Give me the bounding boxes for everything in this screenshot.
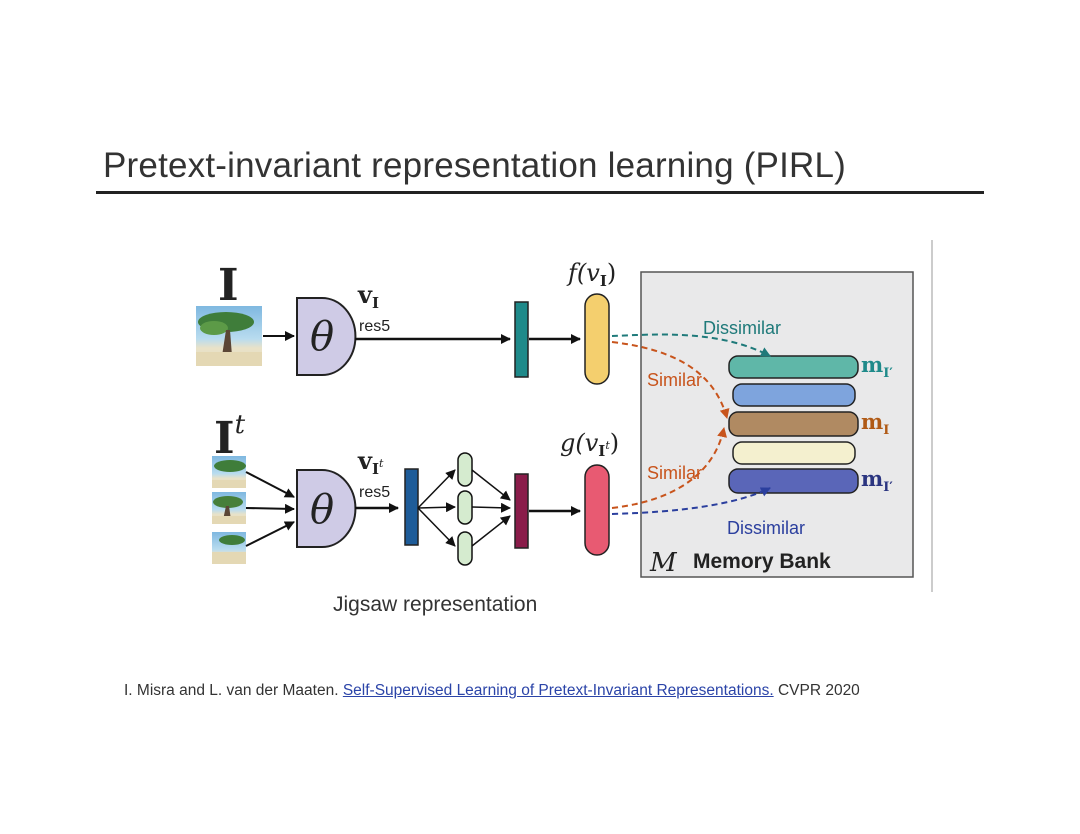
encoder-bottom: θ xyxy=(296,469,357,548)
title-divider xyxy=(96,191,984,194)
projection-bar-bottom xyxy=(404,468,419,546)
memory-label-negative-top: mI′ xyxy=(861,352,893,381)
citation-venue: CVPR 2020 xyxy=(777,682,860,699)
similar-label-bottom: Similar xyxy=(647,463,702,483)
memory-bank-label: Memory Bank xyxy=(693,550,831,573)
memory-label-negative-bottom: mI′ xyxy=(861,466,893,495)
g-head xyxy=(584,464,610,556)
f-head xyxy=(584,293,610,385)
projection-bar-top xyxy=(514,301,529,378)
memory-label-positive: mI xyxy=(861,409,889,438)
dissimilar-label-bottom: Dissimilar xyxy=(727,518,805,538)
encoder-top: θ xyxy=(296,297,357,376)
svg-text:θ: θ xyxy=(310,487,334,533)
dissimilar-label-top: Dissimilar xyxy=(703,318,781,338)
jigsaw-nodes xyxy=(417,452,511,566)
jigsaw-caption: Jigsaw representation xyxy=(333,593,538,616)
jigsaw-tile-3 xyxy=(212,532,246,564)
input-image-top xyxy=(196,306,262,366)
image-label-top: I xyxy=(218,260,239,311)
image-label-bottom: It xyxy=(214,410,246,464)
feature-label-bottom: vIt xyxy=(357,446,384,478)
citation: I. Misra and L. van der Maaten. Self-Sup… xyxy=(124,682,860,700)
layer-label-bottom: res5 xyxy=(359,484,390,501)
slide-title: Pretext-invariant representation learnin… xyxy=(103,146,847,185)
svg-text:θ: θ xyxy=(310,314,334,360)
similar-label-top: Similar xyxy=(647,370,702,390)
aggregation-bar xyxy=(514,473,529,549)
citation-paper-link[interactable]: Self-Supervised Learning of Pretext-Inva… xyxy=(342,682,774,699)
f-head-label: f(vI) xyxy=(566,259,616,290)
jigsaw-tile-2 xyxy=(212,492,246,524)
citation-authors: I. Misra and L. van der Maaten. xyxy=(124,682,339,699)
memory-bank-symbol: M xyxy=(649,548,678,578)
jigsaw-tile-1 xyxy=(212,456,246,488)
g-head-label: g(vIt) xyxy=(560,429,619,460)
feature-label-top: vI xyxy=(357,280,379,312)
memory-slots xyxy=(728,355,859,494)
layer-label-top: res5 xyxy=(359,318,390,335)
